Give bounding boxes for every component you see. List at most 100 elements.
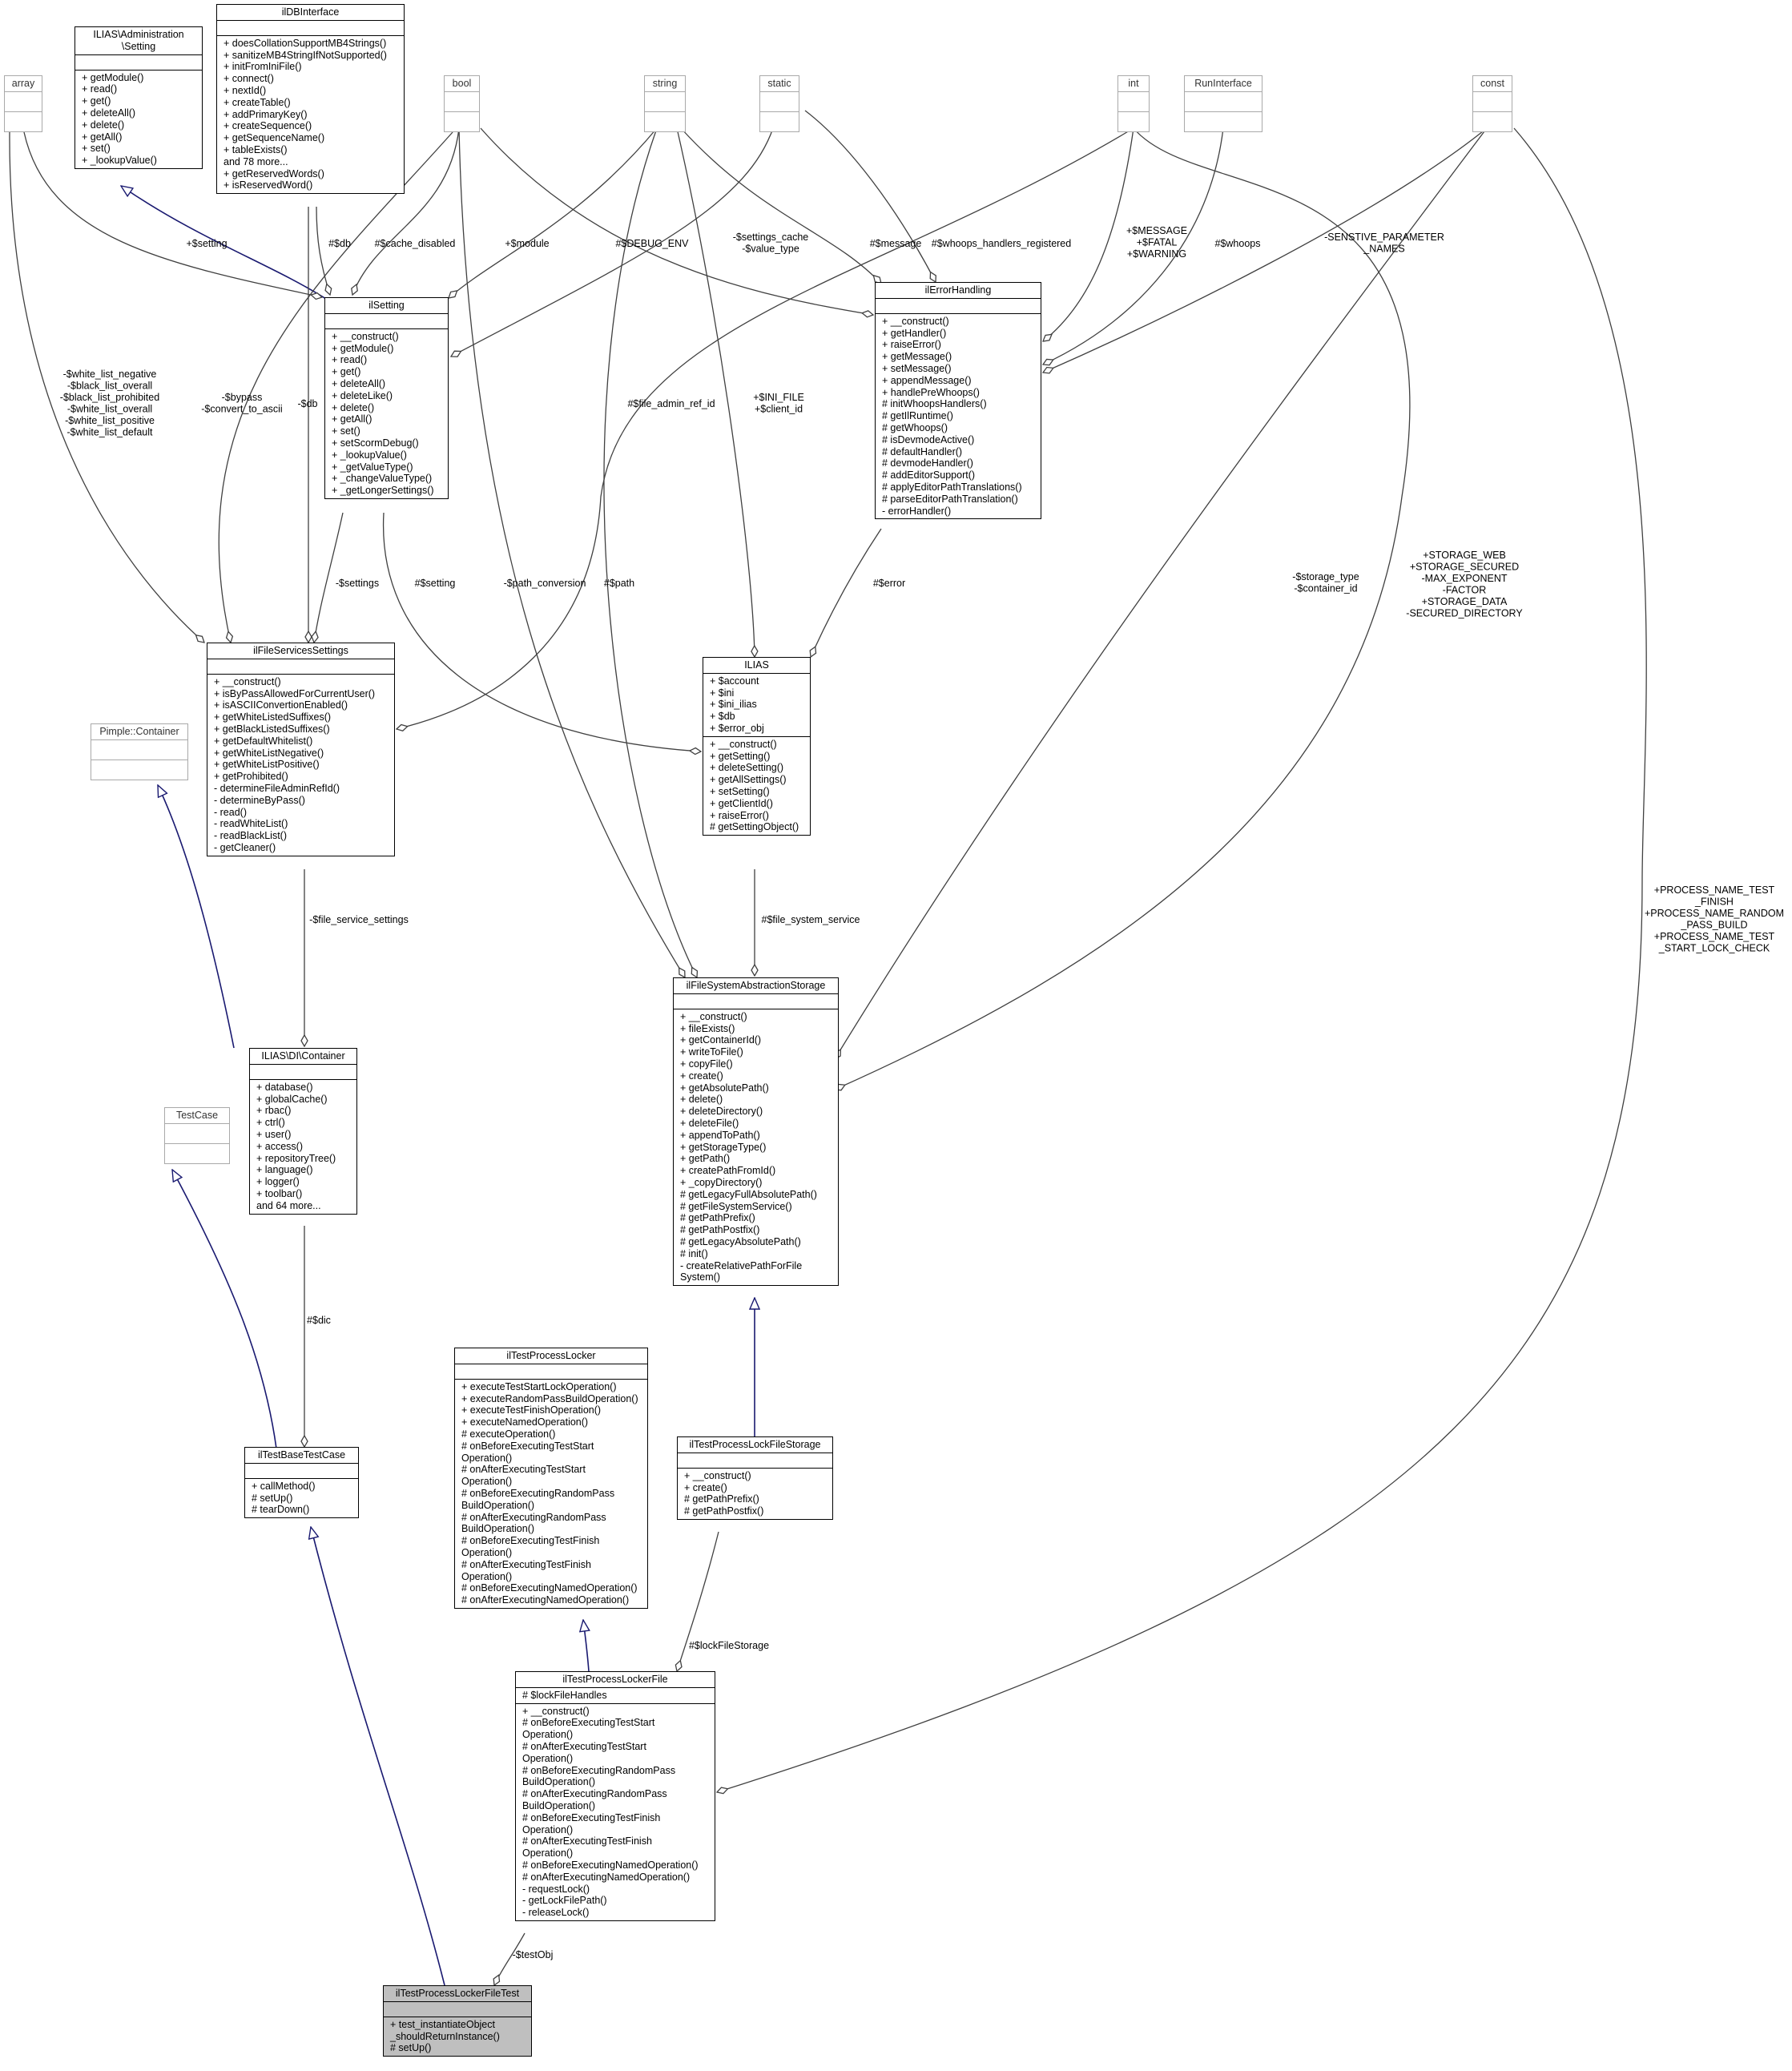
class-name-line: ilDBInterface [281,6,340,18]
edge-label-line: -$storage_type [1292,571,1359,582]
operations-section [1118,112,1149,131]
operation: - getCleaner() [214,841,276,853]
edge-fss-bypass [218,131,453,643]
class-ilfileservicessettings[interactable]: ilFileServicesSettings+ __construct()+ i… [207,643,395,856]
class-ilerrorhandling[interactable]: ilErrorHandling+ __construct()+ getHandl… [875,282,1041,520]
class-ilfilesystemabstractionstorage[interactable]: ilFileSystemAbstractionStorage+ __constr… [673,977,839,1287]
operation: + callMethod() [252,1480,316,1492]
class-int[interactable]: int [1117,75,1150,132]
edge-label-dic: #$dic [307,1315,331,1326]
operation: + createPathFromId() [680,1165,776,1177]
edge-ilsetting-db [316,206,330,295]
edge-label-line: #$dic [307,1315,331,1326]
operations-section: + executeTestStartLockOperation()+ execu… [455,1380,647,1608]
edge-ilsetting-cache-disabled [352,127,460,295]
class-pimple-container[interactable]: Pimple::Container [91,723,188,780]
class-runinterface[interactable]: RunInterface [1184,75,1262,132]
edge-lockerfiletest-testobj [494,1932,526,1985]
class-const[interactable]: const [1472,75,1512,132]
class-iltestprocesslockerfiletest[interactable]: ilTestProcessLockerFileTest+ test_instan… [383,1985,532,2057]
operation: Operation() [522,1752,574,1764]
operation: # onBeforeExecutingRandomPass [461,1487,615,1499]
class-ilias-administration-setting[interactable]: ILIAS\Administration\Setting+ getModule(… [74,26,203,169]
class-ilias[interactable]: ILIAS+ $account+ $ini+ $ini_ilias+ $db+ … [703,657,811,836]
edge-label-path-conversion: -$path_conversion [504,578,586,589]
edge-label-line: #$db [328,238,351,249]
operation: # parseEditorPathTranslation() [882,493,1018,505]
attributes-section: # $lockFileHandles [516,1688,715,1704]
operation: + getSetting() [710,750,771,762]
operations-section [445,112,479,131]
operation: + getMessage() [882,351,952,363]
operation: + _changeValueType() [332,473,433,485]
operation: + toolbar() [256,1187,303,1199]
edge-label-line: #$error [873,578,905,589]
attributes-section [1118,92,1149,112]
class-iltestprocesslockfilestorage[interactable]: ilTestProcessLockFileStorage + __construc… [677,1436,833,1520]
class-name-line: \Setting [121,40,156,52]
operation: + getModule() [82,71,144,83]
operation: # applyEditorPathTranslations() [882,481,1022,493]
operation: and 78 more... [223,155,288,167]
operation: + executeTestFinishOperation() [461,1404,602,1416]
edge-label-file-system-service: #$file_system_service [762,914,860,925]
edge-label-line: #$lockFileStorage [689,1640,769,1651]
edge-lockerfile-process-names [717,127,1647,1792]
operation: # onAfterExecutingTestStart [522,1740,646,1752]
class-bool[interactable]: bool [444,75,480,132]
operation: # setUp() [252,1492,293,1504]
class-name: ilTestProcessLockFileStorage [678,1437,832,1453]
attribute: + $ini [710,687,735,699]
class-name-line: ilTestBaseTestCase [257,1449,346,1461]
operation: + set() [332,425,360,437]
operation: BuildOperation() [522,1799,596,1811]
class-name-line: ilTestProcessLockerFileTest [395,1988,520,1999]
operation: _shouldReturnInstance() [390,2030,500,2042]
class-array[interactable]: array [4,75,42,132]
edge-label-line: #$whoops_handlers_registered [932,238,1071,249]
operation: + getAbsolutePath() [680,1082,769,1094]
class-iltestprocesslocker[interactable]: ilTestProcessLocker+ executeTestStartLoc… [454,1348,648,1609]
operation: # devmodeHandler() [882,457,973,469]
operation: + __construct() [882,315,949,327]
operations-section [165,1144,229,1163]
operation: # onBeforeExecutingTestFinish [522,1811,661,1823]
class-iltestprocesslockerfile[interactable]: ilTestProcessLockerFile# $lockFileHandle… [515,1671,715,1921]
edge-label-line: -$settings [336,578,379,589]
edge-label-lock-file-storage: #$lockFileStorage [689,1640,769,1651]
class-name: bool [445,76,479,92]
operations-section: + __construct()+ getSetting()+ deleteSet… [703,737,810,835]
operation: # getLegacyAbsolutePath() [680,1235,801,1247]
operations-section: + database()+ globalCache()+ rbac()+ ctr… [250,1080,356,1214]
edge-label-cache-disabled: #$cache_disabled [375,238,456,249]
class-testcase[interactable]: TestCase [164,1107,230,1164]
operation: + _getLongerSettings() [332,485,434,497]
operation: + executeRandomPassBuildOperation() [461,1392,638,1404]
edge-label-line: +$client_id [755,404,803,415]
edge-fss-settings [314,512,344,643]
operation: + getHandler() [882,327,947,339]
class-name: const [1473,76,1512,92]
edge-ilias-error [811,528,882,657]
class-ildbinterface[interactable]: ilDBInterface+ doesCollationSupportMB4St… [216,4,405,195]
operation: # onBeforeExecutingNamedOperation() [522,1859,699,1871]
operation: + setMessage() [882,362,952,374]
operation: # onAfterExecutingTestFinish [461,1558,591,1570]
edge-label-line: -$white_list_negative [63,369,157,380]
operations-section [1185,112,1262,131]
class-static[interactable]: static [759,75,799,132]
class-string[interactable]: string [644,75,686,132]
operation: + __construct() [684,1469,751,1481]
edge-label-line: -$file_service_settings [309,914,409,925]
operation: + raiseError() [882,339,941,351]
class-iltestbasetestcase[interactable]: ilTestBaseTestCase + callMethod()# setUp(… [244,1447,359,1519]
class-ilsetting[interactable]: ilSetting+ __construct()+ getModule()+ r… [324,297,449,499]
operation: + getWhiteListedSuffixes() [214,711,332,723]
operation: - read() [214,806,247,818]
operation: + sanitizeMB4StringIfNotSupported() [223,49,387,61]
class-name-line: TestCase [175,1110,219,1121]
operation: Operation() [461,1570,513,1582]
operation: + deleteLike() [332,389,393,401]
operation: # onAfterExecutingTestStart [461,1464,586,1476]
class-ilias-di-container[interactable]: ILIAS\DI\Container+ database()+ globalCa… [249,1048,357,1215]
